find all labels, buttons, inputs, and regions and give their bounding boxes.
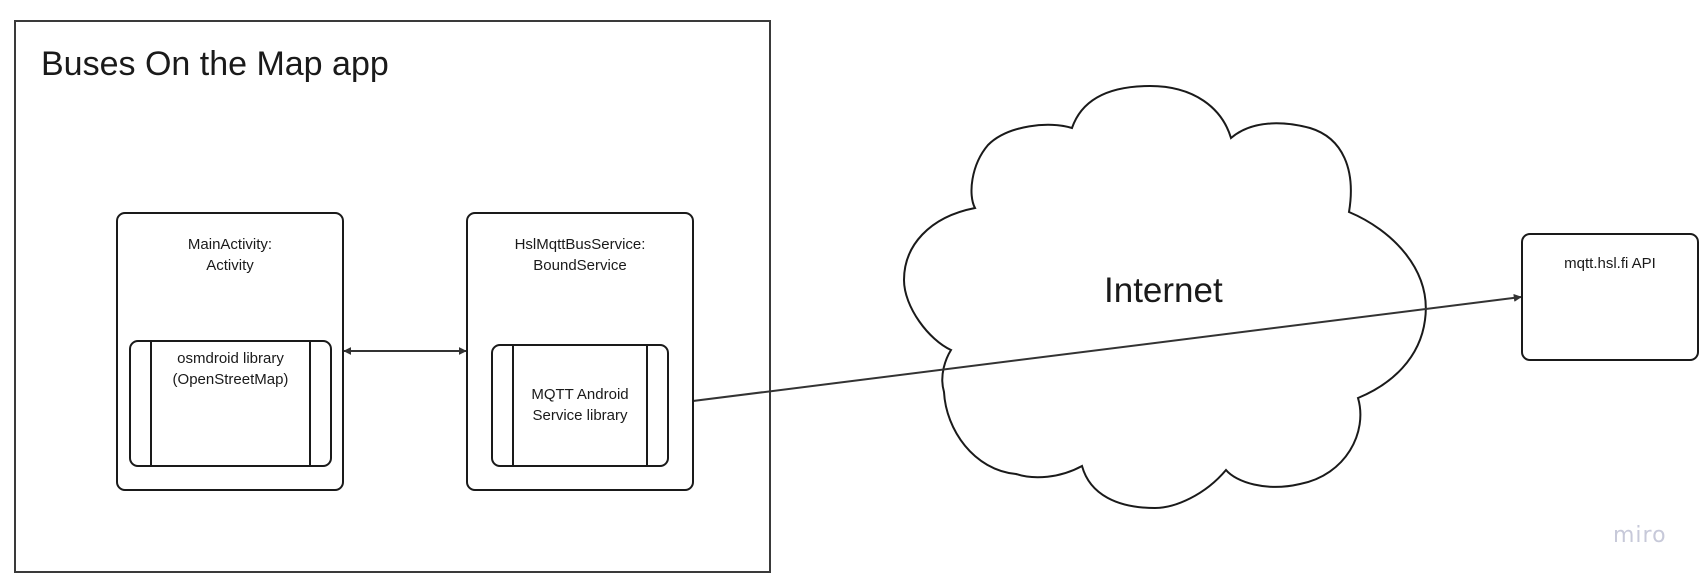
library-right-bar: [646, 346, 648, 465]
internet-label: Internet: [1104, 271, 1223, 310]
main-activity-name: MainActivity:: [187, 236, 273, 253]
main-activity-label: MainActivity: Activity: [118, 234, 342, 276]
library-right-bar: [309, 342, 311, 465]
osmdroid-library-label: osmdroid library (OpenStreetMap): [153, 348, 308, 390]
mqtt-api-connector: [668, 293, 1522, 408]
osmdroid-library-name: osmdroid library: [177, 350, 284, 367]
bus-service-type: BoundService: [533, 257, 627, 274]
library-left-bar: [150, 342, 152, 465]
api-label: mqtt.hsl.fi API: [1564, 255, 1656, 272]
bus-service-name: HslMqttBusService:: [514, 236, 646, 253]
bus-service-label: HslMqttBusService: BoundService: [468, 234, 692, 276]
miro-watermark: miro: [1613, 523, 1667, 548]
main-activity-type: Activity: [206, 257, 254, 274]
osmdroid-library: osmdroid library (OpenStreetMap): [129, 340, 332, 467]
mqtt-library: MQTT Android Service library: [491, 344, 669, 467]
app-title: Buses On the Map app: [41, 45, 389, 83]
library-left-bar: [512, 346, 514, 465]
osmdroid-library-note: (OpenStreetMap): [172, 371, 289, 388]
mqtt-library-name: MQTT Android: [531, 386, 629, 403]
mqtt-library-note: Service library: [532, 407, 628, 424]
api-component: mqtt.hsl.fi API: [1521, 233, 1699, 361]
mqtt-library-label: MQTT Android Service library: [515, 384, 645, 426]
